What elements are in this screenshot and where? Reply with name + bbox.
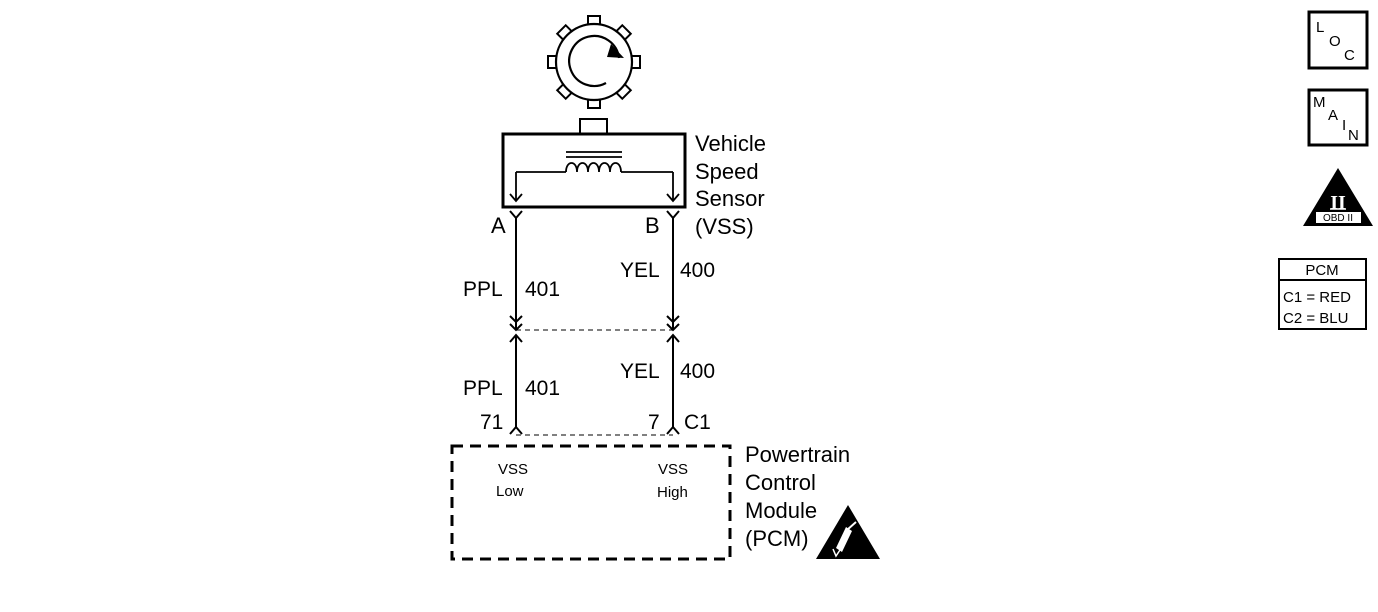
sensor-name-line-1: Vehicle — [695, 131, 766, 156]
main-letter-4: N — [1348, 127, 1359, 144]
sensor-pin-a: A — [491, 213, 506, 238]
wire-color-upper-left: PPL — [463, 278, 503, 301]
legend-row-c2: C2 = BLU — [1283, 310, 1348, 327]
pcm-connector-legend: PCM C1 = RED C2 = BLU — [1278, 258, 1367, 330]
sensor-name-line-2: Speed — [695, 159, 759, 184]
pcm-input-low-line-2: Low — [496, 483, 524, 500]
pcm-pin-left: 71 — [480, 411, 503, 434]
reluctor-wheel-icon — [547, 15, 641, 109]
legend-title: PCM — [1305, 262, 1338, 279]
pcm-name-line-1: Powertrain — [745, 442, 850, 467]
main-letter-3: I — [1342, 117, 1346, 134]
pcm-name-line-4: (PCM) — [745, 526, 809, 551]
wire-circuit-lower-right: 400 — [680, 360, 715, 383]
pcm-box — [450, 444, 732, 561]
sensor-body — [501, 132, 687, 209]
pcm-input-low-line-1: VSS — [498, 461, 528, 478]
loc-letter-2: O — [1329, 33, 1341, 50]
main-letter-2: A — [1328, 107, 1338, 124]
wire-circuit-upper-right: 400 — [680, 259, 715, 282]
legend-row-c1: C1 = RED — [1283, 289, 1351, 306]
wire-circuit-upper-left: 401 — [525, 278, 560, 301]
loc-letter-3: C — [1344, 47, 1355, 64]
pcm-input-high-line-2: High — [657, 484, 688, 501]
wire-circuit-lower-left: 401 — [525, 377, 560, 400]
wire-color-lower-right: YEL — [620, 360, 660, 383]
wire-ppl-401 — [509, 218, 523, 435]
pcm-name-line-2: Control — [745, 470, 816, 495]
pcm-name-line-3: Module — [745, 498, 817, 523]
pcm-input-high-line-1: VSS — [658, 461, 688, 478]
esd-warning-icon — [816, 505, 880, 559]
loc-icon: L O C — [1307, 10, 1369, 70]
sensor-pin-b: B — [645, 213, 660, 238]
pcm-pin-right: 7 — [648, 411, 660, 434]
sensor-name-line-4: (VSS) — [695, 214, 754, 239]
loc-letter-1: L — [1316, 19, 1324, 36]
wire-color-lower-left: PPL — [463, 377, 503, 400]
wire-color-upper-right: YEL — [620, 259, 660, 282]
pcm-connector-id: C1 — [684, 411, 711, 434]
wire-yel-400 — [666, 218, 680, 435]
sensor-coil — [509, 151, 680, 203]
main-letter-1: M — [1313, 94, 1326, 111]
main-icon: M A I N — [1307, 88, 1369, 147]
obd-ii-icon: II OBD II — [1303, 168, 1373, 226]
obd-label: OBD II — [1323, 213, 1353, 224]
sensor-name-line-3: Sensor — [695, 186, 765, 211]
sensor-shaft — [579, 118, 608, 135]
obd-numeral: II — [1330, 192, 1346, 214]
